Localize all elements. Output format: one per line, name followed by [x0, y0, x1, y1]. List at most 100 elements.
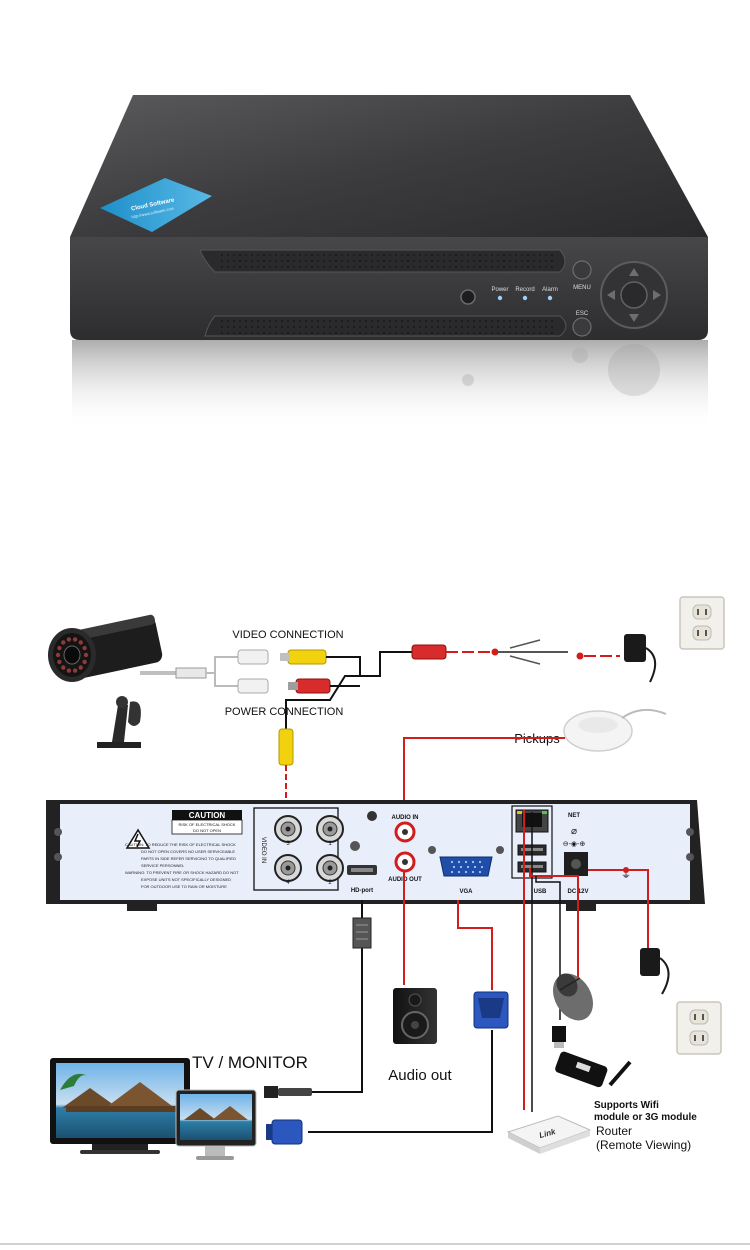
wifi-support-line-1: Supports Wifi — [594, 1100, 659, 1111]
grille-hole — [275, 260, 277, 262]
grille-hole — [449, 332, 451, 334]
grille-hole — [515, 332, 517, 334]
grille-hole — [527, 332, 529, 334]
tv-monitor-label: TV / MONITOR — [192, 1053, 308, 1072]
grille-hole — [389, 332, 391, 334]
grille-hole — [443, 320, 445, 322]
grille-hole — [293, 332, 295, 334]
grille-hole — [269, 326, 271, 328]
menu-button[interactable] — [572, 260, 592, 280]
grille-hole — [305, 260, 307, 262]
grille-hole — [485, 266, 487, 268]
vga-pin — [471, 870, 475, 874]
grille-hole — [515, 326, 517, 328]
camera-stand — [112, 705, 128, 742]
grille-hole — [383, 260, 385, 262]
enter-button[interactable] — [620, 281, 648, 309]
esc-button[interactable] — [572, 317, 592, 337]
bottom-divider — [0, 1243, 750, 1245]
grille-hole — [479, 254, 481, 256]
pc-monitor — [175, 1089, 257, 1160]
yellow-plug-tip — [280, 653, 290, 661]
nav-down-icon[interactable] — [629, 314, 639, 322]
ground-screw — [367, 811, 377, 821]
grille-hole — [245, 254, 247, 256]
grille-hole — [239, 332, 241, 334]
grille-hole — [317, 320, 319, 322]
grille-hole — [359, 326, 361, 328]
grille-hole — [263, 326, 265, 328]
grille-hole — [263, 320, 265, 322]
grille-hole — [395, 332, 397, 334]
wifi-dongle — [552, 1026, 632, 1088]
usb-mouse-wire — [529, 868, 579, 990]
dc-power-wire — [588, 869, 649, 948]
grille-hole — [341, 332, 343, 334]
audio-in-label: AUDIO IN — [392, 815, 419, 821]
caution-body-5: WARNING: TO PREVENT FIRE OR SHOCK HAZARD… — [125, 870, 239, 875]
grille-hole — [299, 254, 301, 256]
grille-hole — [443, 266, 445, 268]
vga-pin — [450, 860, 454, 864]
grille-hole — [509, 326, 511, 328]
grille-hole — [257, 254, 259, 256]
speaker — [393, 988, 437, 1044]
grille-hole — [257, 332, 259, 334]
grille-hole — [539, 266, 541, 268]
grille-hole — [527, 254, 529, 256]
grille-hole — [221, 332, 223, 334]
vga-pin — [473, 865, 477, 869]
grille-hole — [425, 332, 427, 334]
grille-hole — [269, 254, 271, 256]
grille-hole — [221, 254, 223, 256]
nav-up-icon[interactable] — [629, 268, 639, 276]
grille-hole — [329, 320, 331, 322]
power-connection-label: POWER CONNECTION — [225, 706, 344, 718]
grille-hole — [233, 320, 235, 322]
dvr-rear-panel: CAUTION RISK OF ELECTRICAL SHOCK DO NOT … — [46, 800, 705, 911]
grille-hole — [371, 260, 373, 262]
grille-hole — [485, 320, 487, 322]
red-plug-tip — [288, 682, 298, 690]
grille-hole — [509, 254, 511, 256]
vga-pin — [471, 860, 475, 864]
grille-hole — [461, 326, 463, 328]
grille-hole — [479, 332, 481, 334]
nav-right-icon[interactable] — [653, 290, 661, 300]
grille-hole — [371, 332, 373, 334]
power-node-2 — [576, 652, 584, 660]
grille-hole — [239, 320, 241, 322]
grille-hole — [263, 266, 265, 268]
nav-left-icon[interactable] — [607, 290, 615, 300]
grille-hole — [395, 254, 397, 256]
vga-port — [439, 856, 493, 877]
grille-hole — [545, 254, 547, 256]
grille-hole — [341, 260, 343, 262]
rear-screw-1 — [54, 828, 62, 836]
grille-hole — [317, 260, 319, 262]
grille-hole — [401, 266, 403, 268]
grille-hole — [359, 254, 361, 256]
grille-hole — [545, 320, 547, 322]
grille-hole — [455, 320, 457, 322]
vga-pin — [466, 865, 470, 869]
usb-mouse — [553, 973, 593, 1021]
bnc-number-4: 4 — [286, 880, 290, 886]
grille-hole — [251, 320, 253, 322]
grille-hole — [389, 320, 391, 322]
grille-hole — [299, 260, 301, 262]
rear-screw-4 — [686, 853, 694, 861]
grille-hole — [251, 260, 253, 262]
grille-hole — [299, 320, 301, 322]
dvr-power-adapter — [640, 948, 660, 976]
yellow-plug-wire — [326, 651, 412, 677]
vga-pin — [459, 865, 463, 869]
bnc-number-3: 3 — [286, 841, 290, 847]
vga-pin — [450, 870, 454, 874]
grille-hole — [413, 260, 415, 262]
grille-hole — [431, 320, 433, 322]
red-power-plug — [295, 678, 331, 694]
grille-hole — [455, 326, 457, 328]
grille-hole — [419, 266, 421, 268]
vga-plug-face — [478, 998, 504, 1018]
